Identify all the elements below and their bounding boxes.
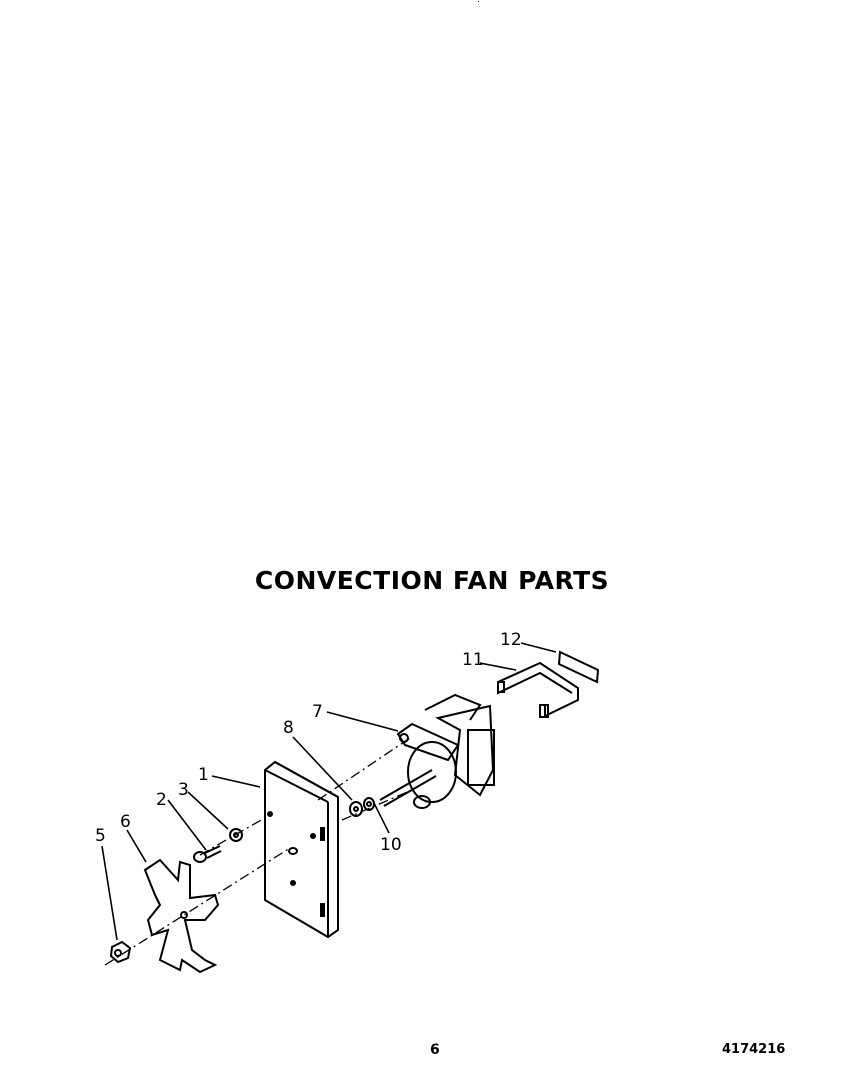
- callout-12: 12: [500, 630, 522, 650]
- diagram-title: CONVECTION FAN PARTS: [254, 566, 610, 595]
- fan-motor: [379, 693, 495, 809]
- bracket: [497, 661, 579, 718]
- callout-1: 1: [198, 765, 209, 785]
- callout-5: 5: [95, 826, 106, 846]
- document-number: 4174216: [722, 1042, 786, 1057]
- callout-6: 6: [120, 812, 131, 832]
- screw-washer: [193, 828, 243, 863]
- mounting-plate: [264, 760, 339, 939]
- page-number: 6: [430, 1042, 440, 1058]
- nut: [109, 940, 132, 964]
- callout-10: 10: [380, 835, 402, 855]
- leader-lines: [101, 642, 557, 941]
- washers: [349, 797, 375, 817]
- fan-blade: [143, 858, 220, 974]
- callout-2: 2: [156, 790, 167, 810]
- insulation-strip: [557, 650, 600, 684]
- callout-11: 11: [462, 650, 484, 670]
- callout-3: 3: [178, 780, 189, 800]
- callout-7: 7: [312, 702, 323, 722]
- callout-8: 8: [283, 718, 294, 738]
